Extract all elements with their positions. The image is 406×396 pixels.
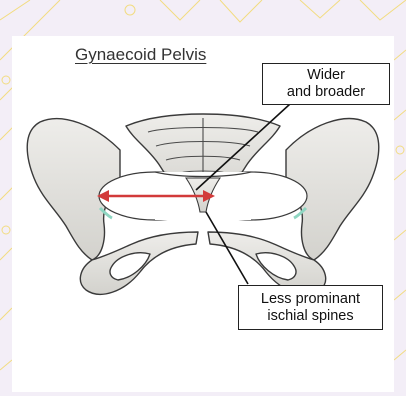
callout-bottom-line2: ischial spines bbox=[239, 308, 382, 325]
callout-top-line1: Wider bbox=[263, 67, 389, 84]
callout-ischial-spines: Less prominant ischial spines bbox=[238, 285, 383, 330]
callout-wider-broader: Wider and broader bbox=[262, 63, 390, 105]
callout-bottom-line1: Less prominant bbox=[239, 291, 382, 308]
callout-top-line2: and broader bbox=[263, 84, 389, 101]
